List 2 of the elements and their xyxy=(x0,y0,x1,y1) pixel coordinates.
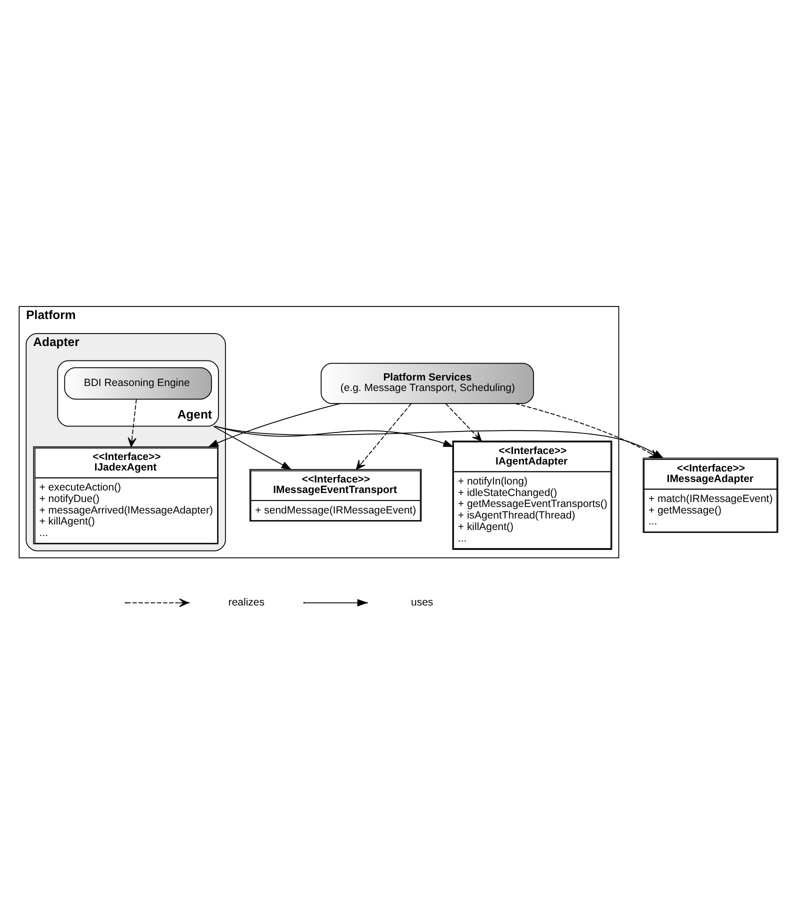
legend-label: realizes xyxy=(228,597,264,608)
legend-label: uses xyxy=(411,597,434,608)
